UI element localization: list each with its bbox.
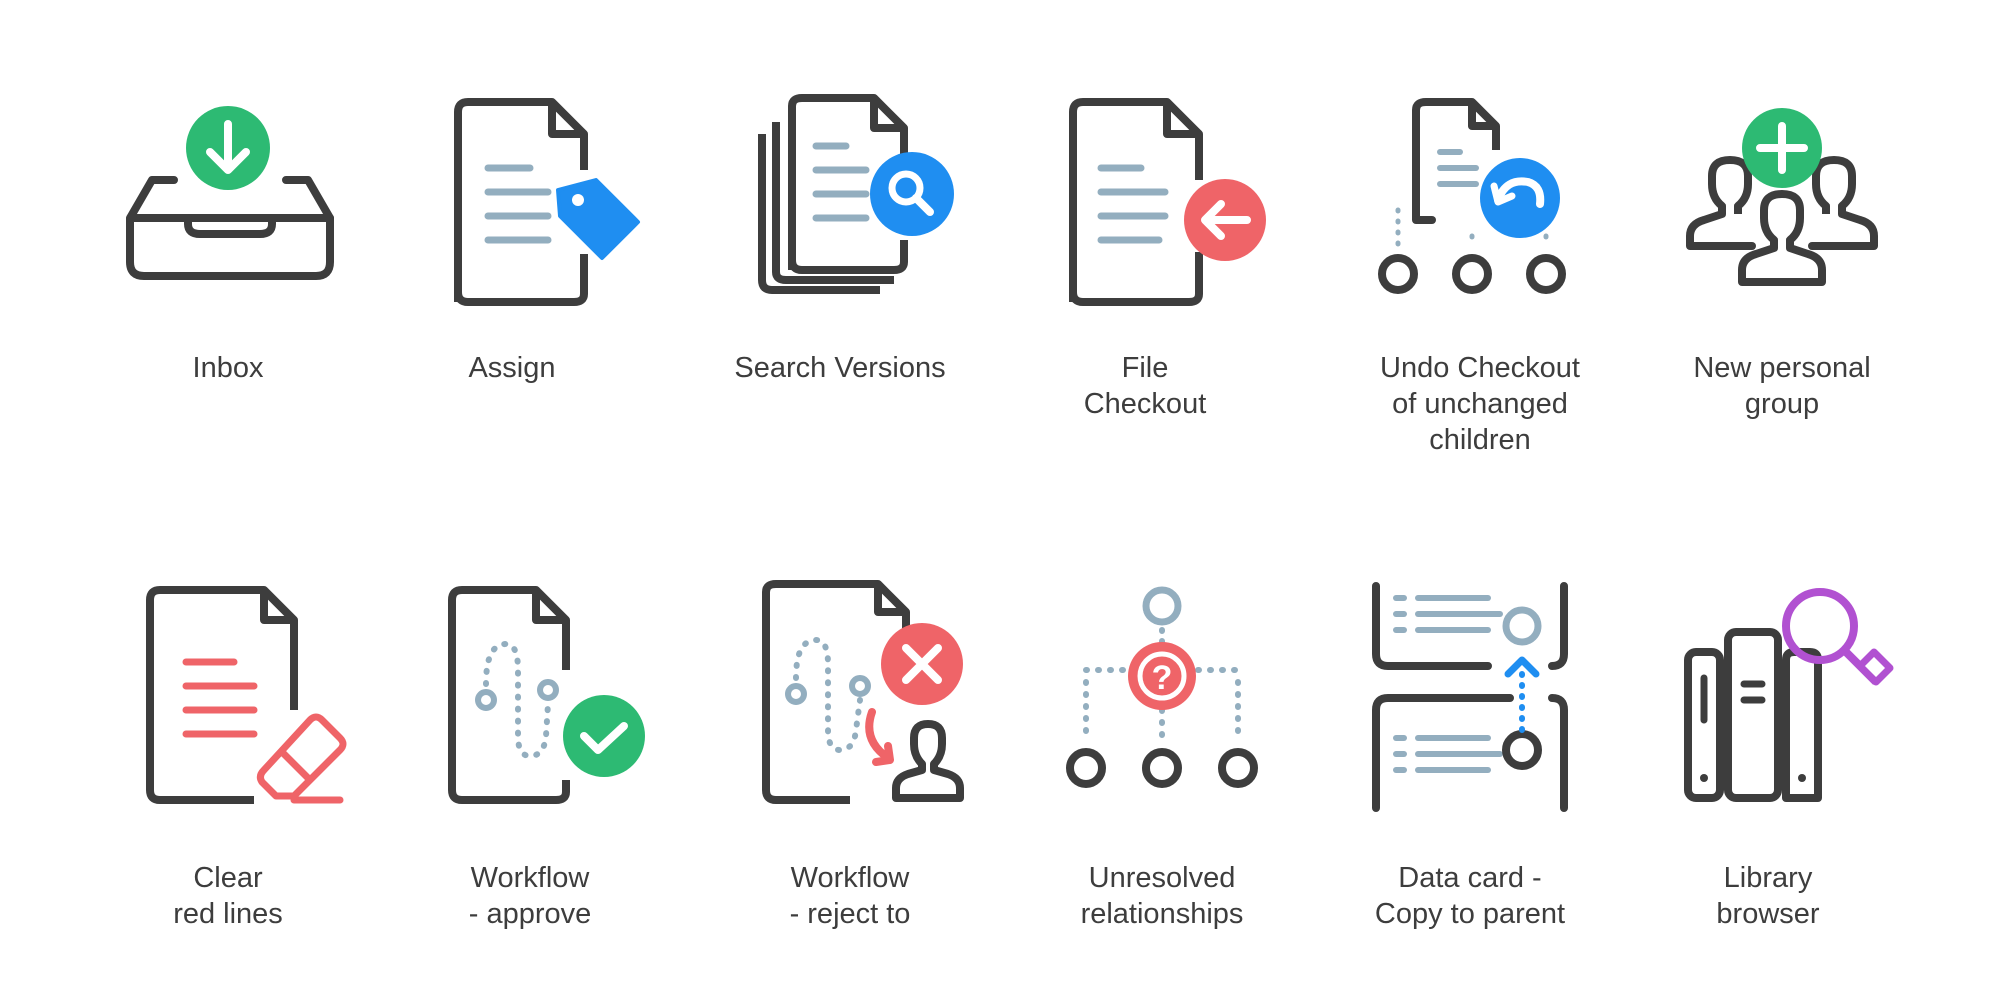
- icon-label: Workflow - reject to: [789, 862, 911, 930]
- svg-text:?: ?: [1152, 659, 1173, 697]
- search-versions-icon: [758, 94, 954, 294]
- file-checkout-icon: [1069, 98, 1266, 306]
- icon-label: New personal group: [1693, 352, 1871, 420]
- icon-label: Data card - Copy to parent: [1374, 862, 1566, 930]
- icon-tile-search-versions[interactable]: Search Versions: [690, 40, 990, 460]
- workflow-reject-icon: [762, 580, 964, 804]
- icon-tile-new-personal-group[interactable]: New personal group: [1632, 40, 1932, 460]
- icon-tile-workflow-reject[interactable]: Workflow - reject to: [700, 540, 1000, 960]
- icon-tile-clear-red-lines[interactable]: Clear red lines: [78, 540, 378, 960]
- assign-icon: [454, 98, 640, 306]
- icon-label: Search Versions: [734, 352, 946, 384]
- icon-label: Inbox: [192, 352, 264, 384]
- icon-tile-unresolved-relationships[interactable]: ? Unresolved relationships: [1012, 540, 1312, 960]
- data-card-copy-icon: [1372, 582, 1568, 812]
- icon-tile-inbox[interactable]: Inbox: [78, 40, 378, 460]
- icon-label: Library browser: [1716, 862, 1820, 930]
- icon-tile-file-checkout[interactable]: File Checkout: [995, 40, 1295, 460]
- icon-tile-library-browser[interactable]: Library browser: [1618, 540, 1918, 960]
- new-personal-group-icon: [1686, 108, 1878, 286]
- icon-label: Clear red lines: [173, 862, 283, 930]
- icon-tile-data-card-copy[interactable]: Data card - Copy to parent: [1320, 540, 1620, 960]
- workflow-approve-icon: [448, 586, 645, 804]
- icon-label: Workflow - approve: [468, 862, 592, 930]
- icon-label: File Checkout: [1083, 352, 1207, 420]
- undo-checkout-icon: [1378, 98, 1566, 294]
- icon-label: Unresolved relationships: [1080, 862, 1244, 930]
- icon-label: Undo Checkout of unchanged children: [1380, 352, 1580, 456]
- library-browser-icon: [1684, 588, 1894, 802]
- clear-red-lines-icon: [146, 586, 347, 804]
- unresolved-relationships-icon: ?: [1066, 586, 1258, 788]
- icon-label: Assign: [468, 352, 556, 384]
- inbox-icon: [126, 106, 334, 280]
- icon-tile-undo-checkout[interactable]: Undo Checkout of unchanged children: [1330, 40, 1630, 460]
- icon-tile-workflow-approve[interactable]: Workflow - approve: [380, 540, 680, 960]
- icon-tile-assign[interactable]: Assign: [362, 40, 662, 460]
